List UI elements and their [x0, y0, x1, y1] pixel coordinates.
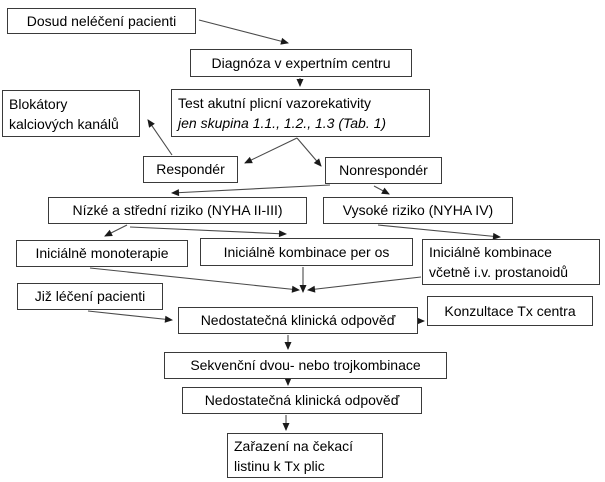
node-sequential-combination: Sekvenční dvou- nebo trojkombinace [164, 352, 447, 379]
vasoreactivity-test-line1: Test akutní plicní vazorekativity [178, 95, 371, 111]
arrow-nonresponder-to-low-risk [171, 184, 331, 197]
node-high-risk: Vysoké riziko (NYHA IV) [323, 197, 513, 224]
arrow-low-risk-to-combo-oral [129, 226, 287, 238]
node-calcium-channel-blockers: Blokátory kalciových kanálů [2, 90, 140, 137]
node-untreated-patients: Dosud neléčení pacienti [7, 8, 196, 34]
vasoreactivity-test-line2: jen skupina 1.1., 1.2., 1.3 (Tab. 1) [178, 115, 387, 131]
arrow-nonresponder-to-high-risk [373, 185, 390, 195]
node-vasoreactivity-test: Test akutní plicní vazorekativity jen sk… [171, 89, 430, 137]
arrow-already-to-insufficient1 [87, 310, 173, 323]
node-insufficient-response-2: Nedostatečná klinická odpověď [182, 387, 422, 414]
node-expert-centre-diagnosis: Diagnóza v expertním centru [190, 49, 412, 77]
node-already-treated-patients: Již léčení pacienti [17, 283, 163, 310]
node-initial-iv-combination: Iniciálně kombinace včetně i.v. prostano… [422, 239, 600, 285]
arrow-responder-to-ccb [147, 119, 173, 156]
arrow-low-risk-to-mono [104, 224, 128, 237]
arrow-untreated-to-diagnosis [198, 19, 289, 45]
node-tx-waiting-list: Zařazení na čekací listinu k Tx plic [227, 433, 383, 478]
arrow-test-to-responder [244, 137, 298, 164]
node-nonresponder: Nonrespondér [325, 157, 442, 184]
node-tx-centre-consultation: Konzultace Tx centra [427, 296, 593, 326]
node-low-mid-risk: Nízké a střední riziko (NYHA II-III) [48, 197, 307, 224]
node-initial-monotherapy: Iniciálně monoterapie [16, 240, 188, 267]
arrow-high-risk-to-combo-iv [377, 224, 501, 240]
node-responder: Respondér [143, 156, 238, 183]
arrow-test-to-nonresponder [296, 137, 322, 167]
node-insufficient-response-1: Nedostatečná klinická odpověď [178, 307, 418, 334]
vasoreactivity-test-text: Test akutní plicní vazorekativity jen sk… [178, 93, 386, 133]
node-initial-oral-combination: Iniciálně kombinace per os [200, 238, 413, 266]
arrow-combo-iv-to-insufficient1 [307, 276, 422, 293]
